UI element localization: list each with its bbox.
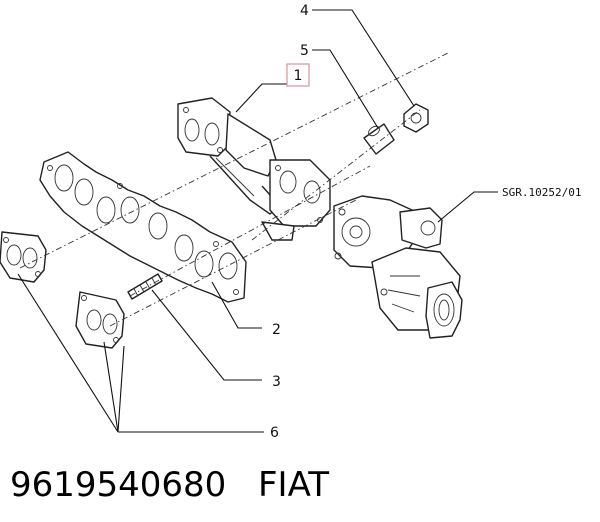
callout-1-box: [286, 63, 310, 87]
callout-1: 1: [294, 68, 303, 84]
assembly-axes: [19, 51, 451, 327]
callout-6: 6: [270, 425, 279, 441]
leader-lines: [17, 9, 498, 433]
nut-part-4: [403, 103, 429, 133]
callout-2: 2: [272, 322, 281, 338]
reference-code: SGR.10252/01: [502, 186, 581, 199]
callout-3: 3: [272, 374, 281, 390]
callout-4: 4: [300, 3, 309, 19]
manifold-gasket-part-2: [39, 151, 247, 303]
part-number: 9619540680: [10, 465, 226, 505]
sleeve-part-5: [363, 123, 395, 155]
turbocharger: [333, 195, 463, 339]
gasket-left-part-6: [0, 231, 47, 283]
gasket-lower-part-6: [75, 291, 125, 349]
exhaust-manifold-part-1: [177, 97, 331, 241]
brand-name: FIAT: [258, 465, 329, 505]
callout-5: 5: [300, 43, 309, 59]
stud-part-3: [127, 273, 163, 300]
